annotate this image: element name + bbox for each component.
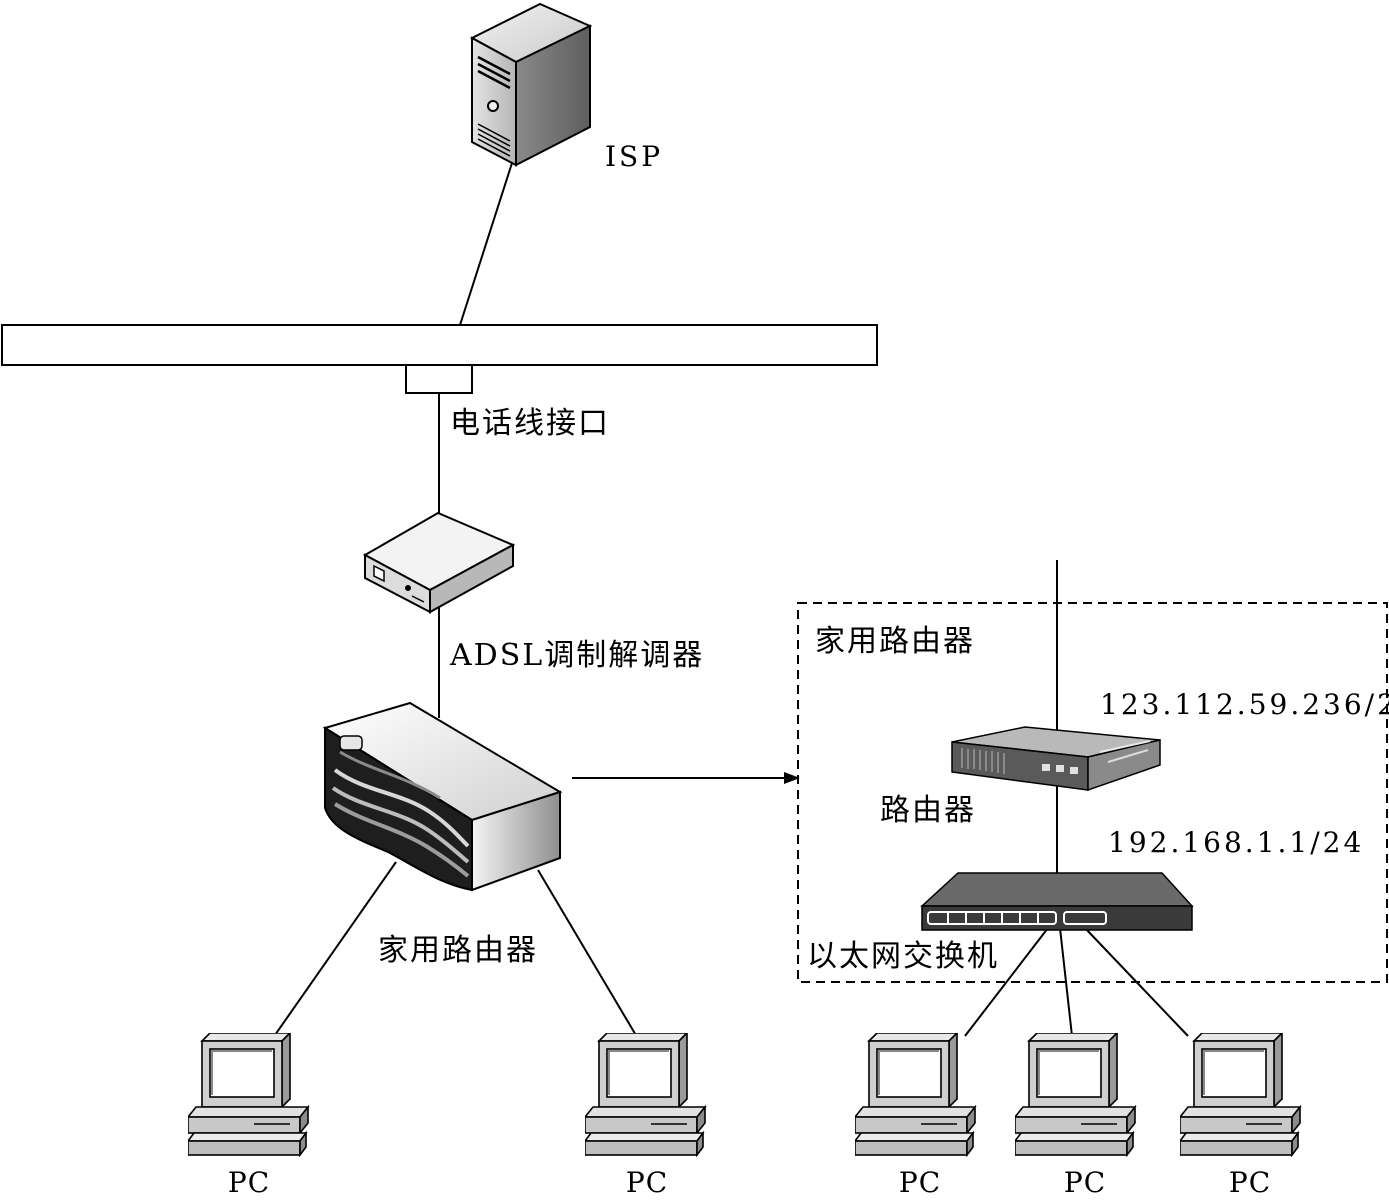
home-router-detail-box: [797, 602, 1388, 983]
isp-label: ISP: [605, 140, 663, 173]
pc-icon: [1015, 1033, 1136, 1156]
detail-box-title: 家用路由器: [815, 624, 975, 659]
server-icon: [469, 2, 593, 167]
router-label: 路由器: [880, 793, 976, 828]
switch-to-pc-3: [964, 927, 1049, 1037]
pc-label: PC: [228, 1166, 270, 1195]
pc-icon: [855, 1033, 976, 1156]
switch-to-pc-4: [1059, 927, 1073, 1037]
home-router-label: 家用路由器: [378, 933, 538, 968]
home-router-icon: [322, 701, 563, 892]
home-router-to-pc-2: [537, 869, 638, 1038]
phone-line-interface-box: [405, 364, 473, 394]
switch-icon: [920, 872, 1194, 931]
isp-to-phone-line: [459, 162, 513, 326]
router-icon: [951, 726, 1161, 792]
pc-icon: [188, 1033, 309, 1156]
home-router-to-pc-1: [274, 861, 397, 1036]
pc-icon: [585, 1033, 706, 1156]
pc-label: PC: [626, 1166, 668, 1195]
pc-label: PC: [899, 1166, 941, 1195]
pc-label: PC: [1064, 1166, 1106, 1195]
router-lan-ip: 192.168.1.1/24: [1108, 826, 1364, 859]
phone-line-bar: [1, 324, 878, 366]
modem-icon: [362, 511, 516, 614]
pc-icon: [1180, 1033, 1301, 1156]
adsl-modem-label: ADSL调制解调器: [449, 638, 704, 673]
phone-line-interface-label: 电话线接口: [450, 406, 610, 441]
expand-arrow: [572, 772, 800, 784]
switch-label: 以太网交换机: [807, 939, 999, 974]
router-wan-ip: 123.112.59.236/24: [1100, 688, 1389, 721]
pc-label: PC: [1229, 1166, 1271, 1195]
